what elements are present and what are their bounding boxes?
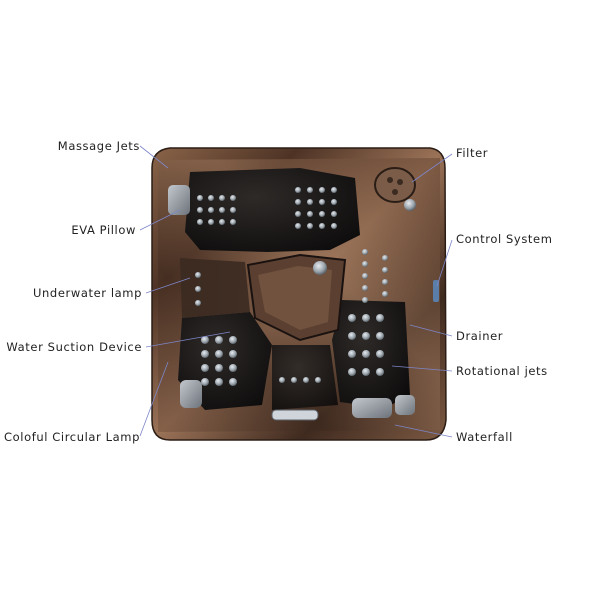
jet-icon: [215, 378, 223, 386]
jet-icon: [215, 350, 223, 358]
jet-icon: [201, 350, 209, 358]
jet-icon: [348, 350, 356, 358]
jet-icon: [362, 350, 370, 358]
label-underwater-lamp: Underwater lamp: [33, 286, 142, 300]
jet-icon: [208, 207, 214, 213]
jet-icon: [376, 368, 384, 376]
jet-icon: [195, 300, 201, 306]
jet-icon: [291, 377, 297, 383]
jet-icon: [201, 336, 209, 344]
pillow-bottom-left: [180, 380, 202, 408]
jet-icon: [382, 279, 388, 285]
jet-icon: [195, 286, 201, 292]
jet-icon: [229, 336, 237, 344]
label-water-suction-device: Water Suction Device: [6, 340, 142, 354]
jet-icon: [230, 207, 236, 213]
jet-icon: [279, 377, 285, 383]
waterfall-spout: [271, 409, 319, 421]
jet-icon: [319, 211, 325, 217]
jet-icon: [376, 314, 384, 322]
jet-icon: [382, 267, 388, 273]
jet-icon: [315, 377, 321, 383]
jet-icon: [376, 332, 384, 340]
jet-icon: [319, 223, 325, 229]
jet-icon: [319, 199, 325, 205]
jet-icon: [362, 332, 370, 340]
jet-icon: [362, 261, 368, 267]
jet-icon: [331, 223, 337, 229]
jet-icon: [382, 291, 388, 297]
jet-icon: [295, 199, 301, 205]
jet-icon: [307, 199, 313, 205]
label-colorful-circular-lamp: Coloful Circular Lamp: [4, 430, 140, 444]
jet-icon: [219, 219, 225, 225]
jet-icon: [382, 255, 388, 261]
left-seat: [180, 258, 250, 318]
pillow-right: [395, 395, 415, 415]
jet-icon: [331, 211, 337, 217]
jet-icon: [319, 187, 325, 193]
jet-icon: [362, 285, 368, 291]
jet-icon: [197, 195, 203, 201]
pillow-top-left: [168, 185, 190, 215]
jet-icon: [229, 364, 237, 372]
jet-icon: [215, 336, 223, 344]
jet-icon: [362, 297, 368, 303]
jet-icon: [362, 368, 370, 376]
jet-icon: [307, 187, 313, 193]
label-massage-jets: Massage Jets: [57, 139, 140, 153]
jet-icon: [229, 378, 237, 386]
jet-icon: [215, 364, 223, 372]
jet-icon: [208, 219, 214, 225]
label-control-system: Control System: [456, 232, 553, 246]
jet-icon: [230, 219, 236, 225]
label-drainer: Drainer: [456, 329, 504, 343]
filter-cap: [374, 167, 416, 203]
jet-icon: [201, 378, 209, 386]
jet-icon: [331, 199, 337, 205]
jet-icon: [331, 187, 337, 193]
jet-icon: [197, 207, 203, 213]
jet-icon: [303, 377, 309, 383]
top-seat: [185, 168, 360, 252]
jet-icon: [348, 332, 356, 340]
label-waterfall: Waterfall: [456, 430, 513, 444]
jet-icon: [362, 249, 368, 255]
jet-icon: [348, 314, 356, 322]
jet-icon: [201, 364, 209, 372]
jet-icon: [208, 195, 214, 201]
jet-icon: [295, 211, 301, 217]
label-eva-pillow: EVA Pillow: [71, 223, 136, 237]
jet-icon: [197, 219, 203, 225]
jet-icon: [219, 195, 225, 201]
jet-icon: [362, 314, 370, 322]
control-panel: [433, 280, 439, 302]
jet-icon: [219, 207, 225, 213]
jet-icon: [376, 350, 384, 358]
jet-icon: [229, 350, 237, 358]
right-lounger: [332, 300, 410, 408]
jet-icon: [230, 195, 236, 201]
jet-icon: [362, 273, 368, 279]
jet-icon: [348, 368, 356, 376]
jet-icon: [295, 223, 301, 229]
label-filter: Filter: [456, 146, 489, 160]
jet-icon: [195, 272, 201, 278]
label-rotational-jets: Rotational jets: [456, 364, 548, 378]
pillow-bottom-right: [352, 398, 392, 418]
jet-icon: [307, 211, 313, 217]
jet-icon: [295, 187, 301, 193]
jet-icon: [307, 223, 313, 229]
